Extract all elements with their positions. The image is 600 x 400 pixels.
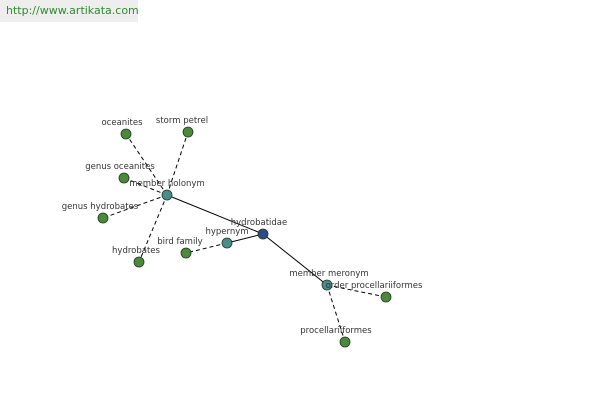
edge-hydrobatidae-to-member-meronym [262, 233, 328, 286]
edge-member-holonym-to-hydrobates [138, 194, 168, 263]
node-member-meronym[interactable] [321, 279, 333, 291]
edge-member-holonym-to-oceanites [125, 133, 168, 196]
node-label-oceanites: oceanites [101, 118, 143, 128]
edge-member-meronym-to-procellariiformes [326, 284, 346, 343]
node-hydrobates[interactable] [133, 256, 145, 268]
node-label-member-holonym: member holonym [129, 179, 204, 189]
node-hypernym[interactable] [221, 237, 233, 249]
graph-nodes [97, 126, 392, 348]
node-label-member-meronym: member meronym [289, 269, 368, 279]
node-label-genus-hydrobates: genus hydrobates [62, 202, 139, 212]
edge-hydrobatidae-to-hypernym [226, 233, 264, 244]
node-label-hydrobatidae: hydrobatidae [231, 218, 287, 228]
node-label-order-procellariiformes: order procellariiformes [326, 281, 423, 291]
node-bird-family[interactable] [180, 247, 192, 259]
edge-hydrobatidae-to-member-holonym [166, 194, 264, 235]
node-label-procellariiformes: procellariiformes [300, 326, 372, 336]
node-oceanites[interactable] [120, 128, 132, 140]
node-genus-hydrobates[interactable] [97, 212, 109, 224]
node-label-genus-oceanites: genus oceanites [85, 162, 155, 172]
edge-hypernym-to-bird-family [185, 242, 228, 254]
node-label-hypernym: hypernym [205, 227, 248, 237]
edge-member-holonym-to-genus-hydrobates [102, 194, 168, 219]
graph-labels: hydrobatidae member holonym hypernym member… [62, 116, 423, 336]
node-label-storm-petrel: storm petrel [156, 116, 208, 126]
node-label-bird-family: bird family [157, 237, 202, 247]
node-hydrobatidae[interactable] [257, 228, 269, 240]
node-genus-oceanites[interactable] [118, 172, 130, 184]
node-procellariiformes[interactable] [339, 336, 351, 348]
graph-edges [102, 131, 387, 343]
node-member-holonym[interactable] [161, 189, 173, 201]
node-storm-petrel[interactable] [182, 126, 194, 138]
edge-member-meronym-to-order-procellariiformes [326, 284, 387, 298]
edge-member-holonym-to-genus-oceanites [123, 177, 168, 196]
node-order-procellariiformes[interactable] [380, 291, 392, 303]
site-url-link[interactable]: http://www.artikata.com [0, 0, 139, 22]
node-label-hydrobates: hydrobates [112, 246, 160, 256]
